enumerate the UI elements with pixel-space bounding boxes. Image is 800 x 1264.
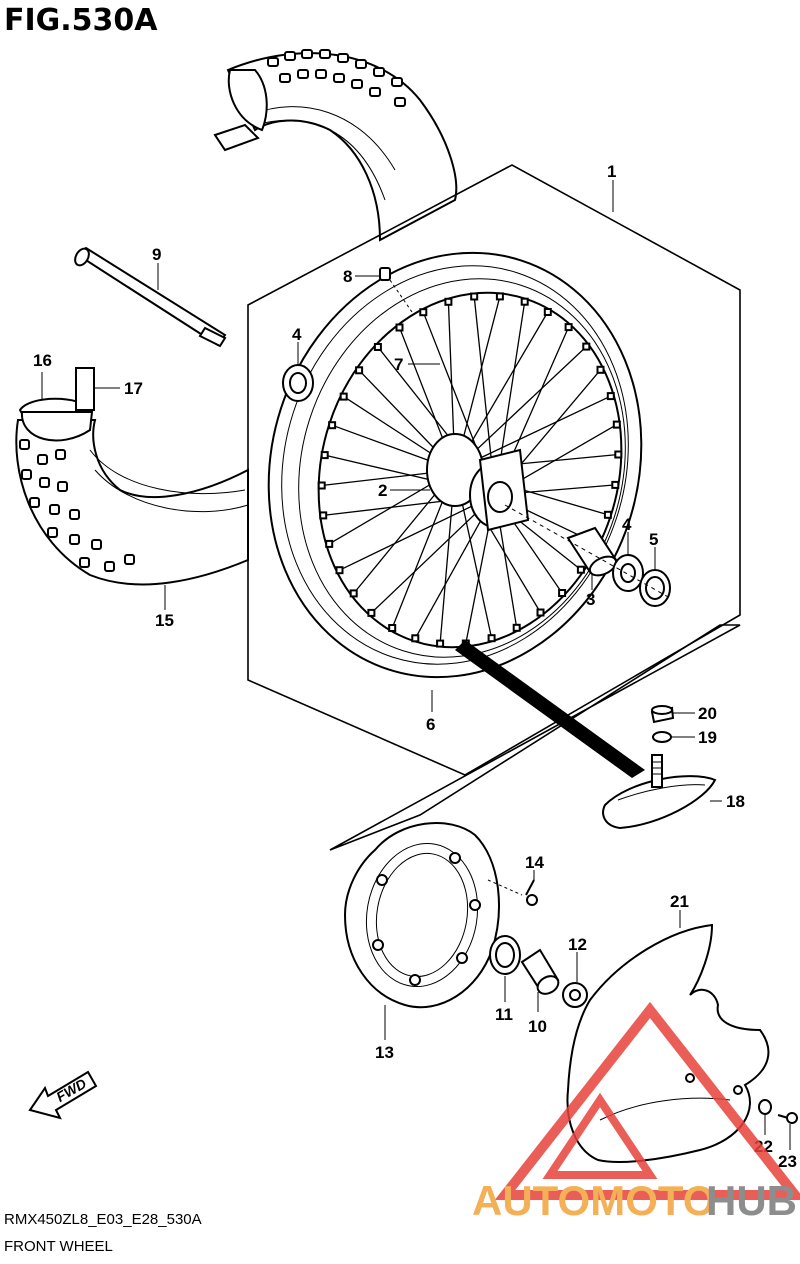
callout-10: 10 (528, 1017, 547, 1036)
spoke-nipple (582, 342, 591, 351)
spoke-nipple (487, 634, 496, 643)
wheel-bearing-left (282, 364, 314, 402)
watermark-text-automoto: AUTOMOTO (472, 1177, 715, 1224)
spoke-nipple (612, 420, 621, 429)
tire-knobs-lower (19, 439, 135, 572)
spoke-nipple (373, 343, 382, 351)
callout-9: 9 (152, 245, 161, 264)
tire-lower-section (15, 367, 249, 586)
brake-disc (343, 822, 500, 1009)
figure-caption: FRONT WHEEL (4, 1238, 113, 1255)
spoke-nipple (603, 510, 612, 519)
callout-14: 14 (525, 853, 544, 872)
watermark-text-hub: HUB (706, 1177, 797, 1224)
valve-nut (650, 705, 675, 724)
spoke-nipple (419, 308, 428, 317)
spoke-nipple (520, 297, 529, 306)
front-wheel (267, 251, 643, 679)
callout-23: 23 (778, 1152, 797, 1171)
cover-washer (758, 1099, 772, 1115)
cover-bolt (777, 1112, 798, 1124)
callout-15: 15 (155, 611, 174, 630)
callout-18: 18 (726, 792, 745, 811)
wheel-assembly-outline (247, 164, 741, 776)
spoke-nipple (325, 539, 334, 548)
axle-nut (562, 982, 588, 1008)
spoke-nipple (606, 392, 615, 401)
figure-title: FIG.530A (4, 3, 158, 38)
forward-direction-arrow: FWD (28, 1070, 98, 1120)
spoke-nipple (614, 450, 623, 459)
callout-19: 19 (698, 728, 717, 747)
model-code: RMX450ZL8_E03_E28_530A (4, 1211, 202, 1228)
front-axle (74, 246, 227, 348)
callout-4-left: 4 (292, 325, 302, 344)
rim-spoke-holes (317, 292, 623, 648)
callout-6: 6 (426, 715, 435, 734)
spoke-nipple (349, 589, 358, 598)
leader-lines (41, 180, 791, 1150)
assembly-guide-line (329, 624, 741, 851)
spoke-nipple (495, 292, 504, 301)
callout-16: 16 (33, 351, 52, 370)
callout-13: 13 (375, 1043, 394, 1062)
spoke-nipple (339, 392, 348, 401)
spoke-nipple (355, 366, 364, 375)
dust-seal (489, 935, 521, 975)
valve-washer (652, 731, 672, 743)
callout-8: 8 (343, 267, 352, 286)
spoke-nipple (611, 480, 620, 489)
callout-17: 17 (124, 379, 143, 398)
rim-lock-bolt (379, 267, 413, 313)
callout-1: 1 (607, 162, 616, 181)
spoke-nipple (444, 297, 453, 306)
rim-band (602, 754, 717, 830)
callout-7: 7 (394, 355, 403, 374)
spoke-nipple (395, 323, 404, 332)
callout-3: 3 (586, 590, 595, 609)
callout-20: 20 (698, 704, 717, 723)
spoke-nipple (320, 451, 329, 460)
callout-5: 5 (649, 530, 658, 549)
collar-spacer (520, 948, 560, 995)
rim-band-pointer (455, 640, 645, 778)
disc-bolt (525, 879, 538, 906)
spoke-nipple (436, 639, 445, 648)
spoke-nipple (317, 481, 326, 490)
disc-bolt-guide (487, 879, 523, 896)
spoke-nipple (470, 292, 479, 301)
callout-11: 11 (495, 1005, 513, 1024)
spoke-nipple (576, 565, 585, 574)
tire-knobs-upper (267, 49, 406, 107)
tire-upper-section (213, 49, 458, 242)
spoke-nipple (596, 365, 605, 374)
wheel-bearing-right (612, 554, 644, 592)
spoke-nipple (319, 511, 328, 520)
oil-seal (639, 569, 671, 607)
callout-12: 12 (568, 935, 587, 954)
spoke-nipple (328, 421, 337, 430)
spoke-nipple (335, 566, 344, 575)
spoke-nipple (388, 624, 397, 632)
spoke (339, 494, 496, 571)
spoke-nipple (564, 323, 573, 332)
spoke-nipple (543, 308, 552, 316)
spoke-nipple (536, 608, 545, 617)
spoke-nipple (512, 623, 521, 632)
callout-21: 21 (670, 892, 689, 911)
spoke-nipple (558, 589, 567, 597)
callout-2: 2 (378, 481, 387, 500)
spoke-nipple (411, 634, 420, 643)
callout-labels: 1 2 3 4 4 5 6 7 8 9 10 11 12 13 14 15 16… (33, 162, 797, 1171)
spoke-nipple (367, 608, 376, 617)
watermark-logo: AUTOMOTO HUB (472, 1001, 800, 1224)
callout-4-right: 4 (622, 515, 632, 534)
